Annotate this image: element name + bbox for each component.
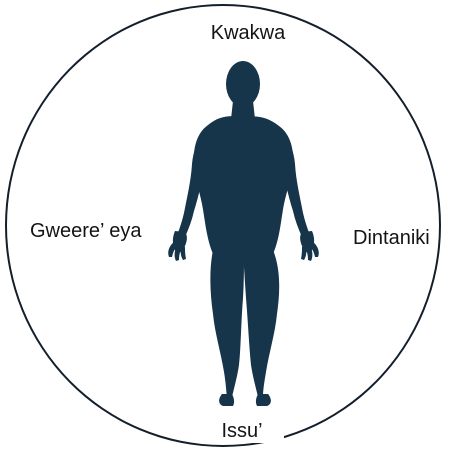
label-top: Kwakwa	[194, 21, 302, 45]
label-bottom: Issu’	[200, 419, 284, 443]
label-left: Gweere’ eya	[28, 219, 144, 243]
label-right: Dintaniki	[351, 226, 432, 250]
